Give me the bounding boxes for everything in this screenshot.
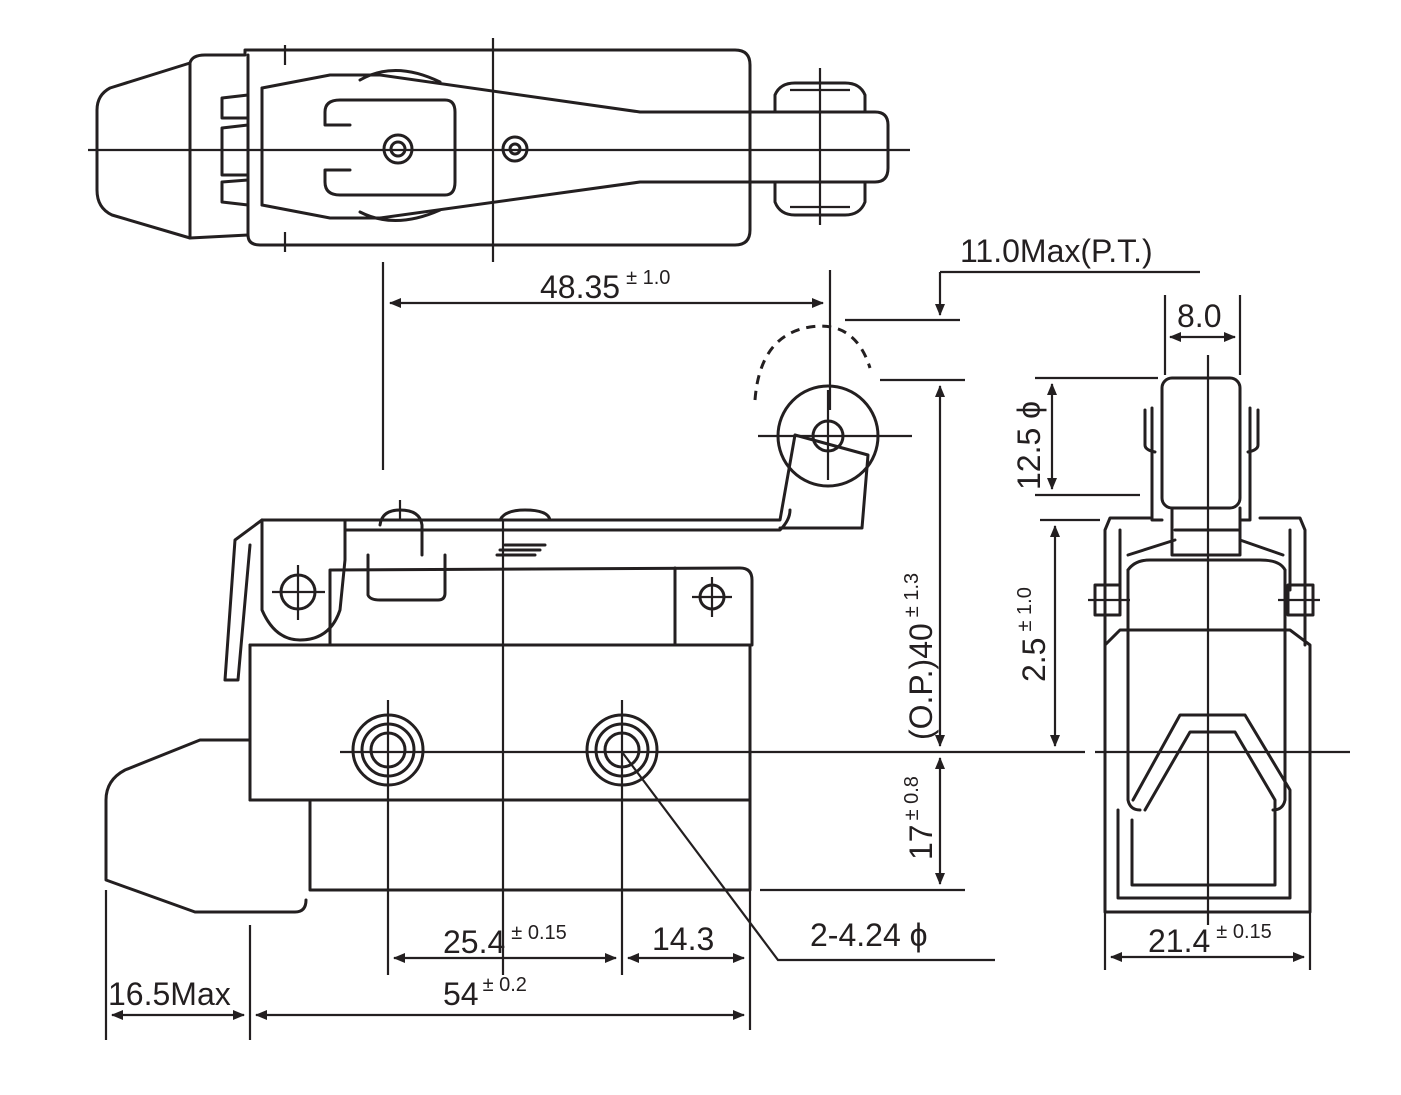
dim-21-4-label: 21.4± 0.15 <box>1148 921 1272 959</box>
front-view-lever <box>223 433 797 682</box>
dim-2-4-24-label: 2-4.24 ϕ <box>810 917 928 953</box>
top-view-roller-arm <box>748 110 890 184</box>
top-view-lever <box>260 73 762 114</box>
dim-2-5-label: 2.5± 1.0 <box>1014 587 1052 682</box>
dim-25-4-label: 25.4± 0.15 <box>443 922 567 960</box>
dim-8-0-label: 8.0 <box>1177 298 1221 334</box>
dim-12-5-label: 12.5 ϕ <box>1011 401 1047 490</box>
dim-48-35-label: 48.35± 1.0 <box>540 267 670 305</box>
dimension-lines <box>104 262 1312 1040</box>
dim-11-max-label: 11.0Max(P.T.) <box>960 233 1153 269</box>
top-view <box>88 38 910 262</box>
front-view <box>104 324 1085 975</box>
dim-54-label: 54± 0.2 <box>443 974 527 1012</box>
dimension-labels: 48.35± 1.0 11.0Max(P.T.) 8.0 12.5 ϕ (O.P… <box>108 233 1272 1012</box>
dim-17-label: 17± 0.8 <box>901 776 939 860</box>
leader-2-4-24 <box>621 751 995 962</box>
dim-16-5-label: 16.5Max <box>108 976 231 1012</box>
front-view-cap <box>104 738 308 914</box>
dim-line-11-max <box>940 270 1200 315</box>
roller-travel-arc <box>753 324 872 401</box>
front-view-plunger <box>366 553 447 602</box>
side-view <box>1088 355 1350 925</box>
top-view-body <box>188 48 752 247</box>
dim-op-40-label: (O.P.)40± 1.3 <box>901 573 939 740</box>
dim-14-3-label: 14.3 <box>652 921 714 957</box>
front-view-body <box>248 643 752 892</box>
side-view-roller <box>1160 376 1242 510</box>
side-view-cap <box>1116 713 1292 900</box>
